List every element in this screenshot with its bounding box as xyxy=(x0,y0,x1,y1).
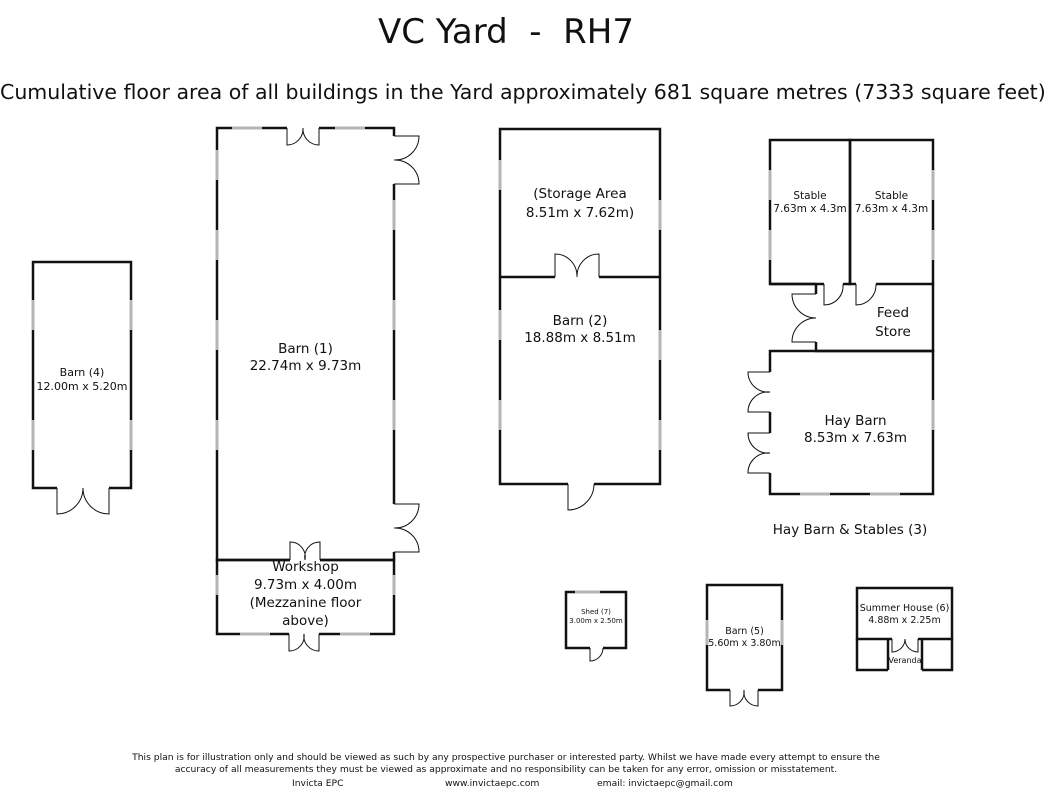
barn-2-outline xyxy=(498,127,662,486)
room-note: above) xyxy=(282,612,329,629)
footer-email[interactable]: email: invictaepc@gmail.com xyxy=(597,778,733,789)
veranda-label: Veranda xyxy=(888,656,922,665)
room-dimensions: 7.63m x 4.3m xyxy=(773,203,847,216)
double-door xyxy=(393,135,420,185)
room-name: Workshop xyxy=(272,559,339,575)
double-door xyxy=(891,638,919,653)
room-dimensions: 4.88m x 2.25m xyxy=(868,615,941,627)
disclaimer-line: This plan is for illustration only and s… xyxy=(132,752,880,763)
shed-7-label: Shed (7) 3.00m x 2.50m xyxy=(566,608,626,626)
double-door xyxy=(393,503,420,553)
hay-barn-stables-caption: Hay Barn & Stables (3) xyxy=(772,522,928,538)
workshop-label: Workshop 9.73m x 4.00m (Mezzanine floor … xyxy=(217,559,394,631)
room-name: Barn (1) xyxy=(278,341,333,357)
stable-right-label: Stable 7.63m x 4.3m xyxy=(850,190,933,217)
double-door xyxy=(289,541,321,561)
room-name: Barn (2) xyxy=(552,313,608,329)
door xyxy=(855,283,877,306)
room-dimensions: 7.63m x 4.3m xyxy=(854,203,929,216)
disclaimer-line: accuracy of all measurements they must b… xyxy=(174,763,838,775)
footer-company: Invicta EPC xyxy=(292,778,344,789)
feed-store-label: Feed Store xyxy=(856,304,930,342)
room-dimensions: 9.73m x 4.00m xyxy=(254,576,357,593)
plan-subtitle: Cumulative floor area of all buildings i… xyxy=(0,80,1046,104)
hay-barn-label: Hay Barn 8.53m x 7.63m xyxy=(770,413,941,448)
barn-2-label: Barn (2) 18.88m x 8.51m xyxy=(500,313,660,348)
disclaimer: This plan is for illustration only and s… xyxy=(0,752,1012,776)
room-name: Summer House (6) xyxy=(859,603,950,614)
stable-right-outline xyxy=(848,138,935,286)
room-dimensions: 5.60m x 3.80m xyxy=(708,638,781,650)
room-name: Stable xyxy=(793,190,827,202)
double-door xyxy=(747,432,771,474)
floor-plan xyxy=(31,125,954,707)
plan-title: VC Yard - RH7 xyxy=(377,12,634,52)
room-note: (Mezzanine floor xyxy=(249,594,362,611)
room-dimensions: 8.53m x 7.63m xyxy=(804,430,907,447)
veranda-outline xyxy=(855,639,888,672)
double-door xyxy=(56,487,110,515)
room-dimensions: 12.00m x 5.20m xyxy=(36,380,128,394)
veranda-outline-right xyxy=(922,639,954,672)
double-door xyxy=(286,127,320,146)
door xyxy=(823,283,844,306)
barn-1-label: Barn (1) 22.74m x 9.73m xyxy=(217,341,394,376)
double-door xyxy=(729,689,759,707)
room-name: Feed xyxy=(876,305,910,321)
double-door xyxy=(554,253,600,278)
room-name: Store xyxy=(875,323,911,340)
room-dimensions: 22.74m x 9.73m xyxy=(249,358,362,375)
room-dimensions: 3.00m x 2.50m xyxy=(569,616,623,625)
room-dimensions: 8.51m x 7.62m) xyxy=(525,204,635,221)
summer-house-label: Summer House (6) 4.88m x 2.25m xyxy=(857,603,952,627)
barn-4-label: Barn (4) 12.00m x 5.20m xyxy=(33,366,131,394)
room-name: Hay Barn xyxy=(824,413,887,429)
room-name: (Storage Area xyxy=(533,186,627,202)
footer-website[interactable]: www.invictaepc.com xyxy=(445,778,540,789)
door xyxy=(589,647,604,662)
double-door xyxy=(288,633,320,652)
barn-5-label: Barn (5) 5.60m x 3.80m xyxy=(707,626,782,650)
room-dimensions: 18.88m x 8.51m xyxy=(524,330,636,347)
door xyxy=(567,483,595,511)
room-name: Barn (4) xyxy=(59,366,105,379)
room-name: Barn (5) xyxy=(725,626,764,637)
room-name: Stable xyxy=(874,190,909,202)
double-door xyxy=(747,371,771,413)
double-door xyxy=(791,293,817,343)
stable-left-label: Stable 7.63m x 4.3m xyxy=(770,190,850,217)
room-name: Shed (7) xyxy=(581,608,611,616)
storage-area-label: (Storage Area 8.51m x 7.62m) xyxy=(500,185,660,223)
